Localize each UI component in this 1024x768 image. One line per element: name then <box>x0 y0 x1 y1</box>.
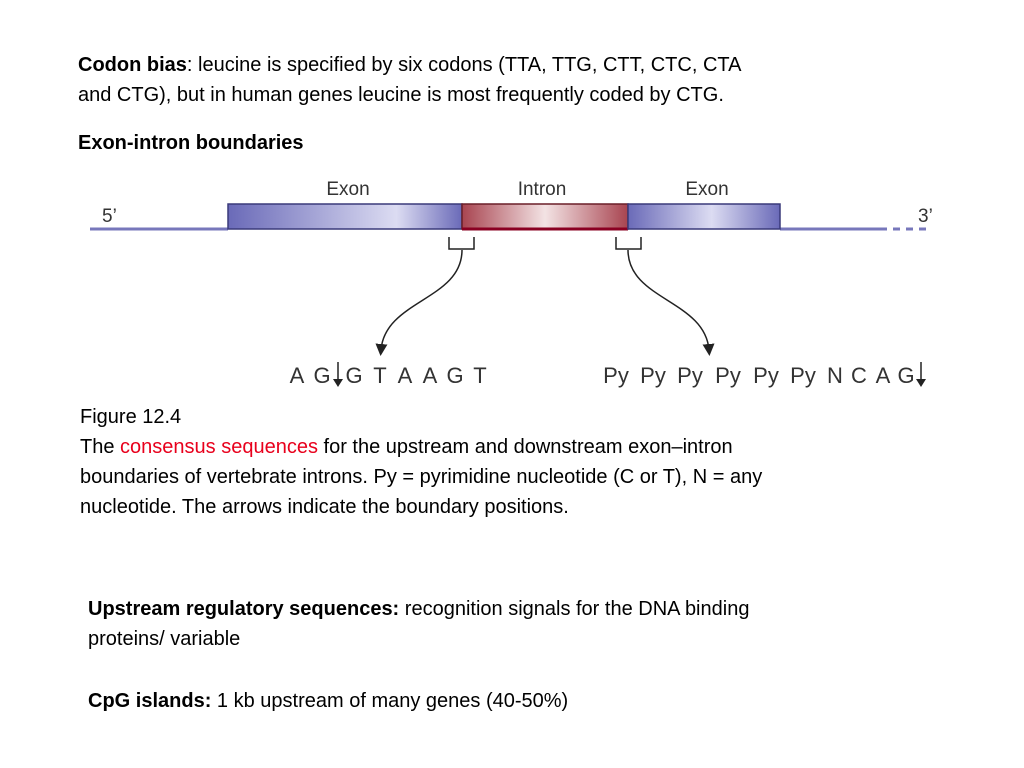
exon-intron-diagram: 5’ 3’ Exon Intron Exon A G G T A A G T P… <box>90 179 933 388</box>
upstream-base: G <box>313 363 330 388</box>
upstream-base: G <box>345 363 362 388</box>
downstream-base: N <box>827 363 843 388</box>
right-curved-arrow <box>627 249 715 356</box>
downstream-cut-arrow-icon <box>916 362 926 387</box>
caption-line-1-rest: for the upstream and downstream exon–int… <box>317 436 733 458</box>
downstream-base: G <box>897 363 914 388</box>
intron-block <box>461 203 629 230</box>
left-boundary-bracket <box>448 237 475 250</box>
three-prime-label: 3’ <box>918 206 933 227</box>
figure-caption-line-3: nucleotide. The arrows indicate the boun… <box>80 496 569 518</box>
consensus-sequences-highlight: consensus sequences <box>120 436 318 458</box>
figure-caption-line-1: The consensus sequences for the upstream… <box>80 432 733 462</box>
cpg-islands-term: CpG islands: <box>88 690 212 712</box>
figure-number: Figure 12.4 <box>80 406 182 428</box>
exon-left-label: Exon <box>326 179 369 200</box>
downstream-base: Py <box>603 363 629 388</box>
codon-bias-text-1: : leucine is specified by six codons (TT… <box>186 54 742 76</box>
downstream-base: Py <box>677 363 703 388</box>
left-curved-arrow <box>375 249 463 356</box>
downstream-base: Py <box>715 363 741 388</box>
downstream-base: C <box>851 363 867 388</box>
upstream-base: A <box>398 363 413 388</box>
cpg-islands-line: CpG islands: 1 kb upstream of many genes… <box>88 686 568 716</box>
upstream-cut-arrow-icon <box>333 362 343 387</box>
intron-label: Intron <box>518 179 567 200</box>
upstream-base: T <box>373 363 386 388</box>
downstream-base: Py <box>753 363 779 388</box>
upstream-regulatory-term: Upstream regulatory sequences: <box>88 598 400 620</box>
upstream-regulatory-line-1: Upstream regulatory sequences: recogniti… <box>88 594 749 624</box>
upstream-base: A <box>290 363 305 388</box>
cpg-islands-text: 1 kb upstream of many genes (40-50%) <box>211 690 569 712</box>
right-boundary-bracket <box>615 237 642 250</box>
codon-bias-line-1: Codon bias: leucine is specified by six … <box>78 50 741 80</box>
upstream-regulatory-text-2: proteins/ variable <box>88 628 241 650</box>
figure-caption-line-2: boundaries of vertebrate introns. Py = p… <box>80 466 763 488</box>
exon-left-block <box>227 203 463 230</box>
upstream-base: A <box>423 363 438 388</box>
caption-prefix: The <box>80 436 121 458</box>
upstream-regulatory-text-1: recognition signals for the DNA binding <box>399 598 750 620</box>
codon-bias-term: Codon bias <box>78 54 187 76</box>
exon-right-label: Exon <box>685 179 728 200</box>
downstream-base: Py <box>640 363 666 388</box>
upstream-consensus-sequence: A G G T A A G T <box>290 363 487 388</box>
downstream-base: Py <box>790 363 816 388</box>
downstream-base: A <box>876 363 891 388</box>
codon-bias-text-2: and CTG), but in human genes leucine is … <box>78 84 724 106</box>
section-heading: Exon-intron boundaries <box>78 132 304 154</box>
upstream-base: G <box>446 363 463 388</box>
upstream-base: T <box>473 363 486 388</box>
exon-right-block <box>627 203 781 230</box>
five-prime-label: 5’ <box>102 206 117 227</box>
downstream-consensus-sequence: Py Py Py Py Py Py N C A G <box>603 363 914 388</box>
